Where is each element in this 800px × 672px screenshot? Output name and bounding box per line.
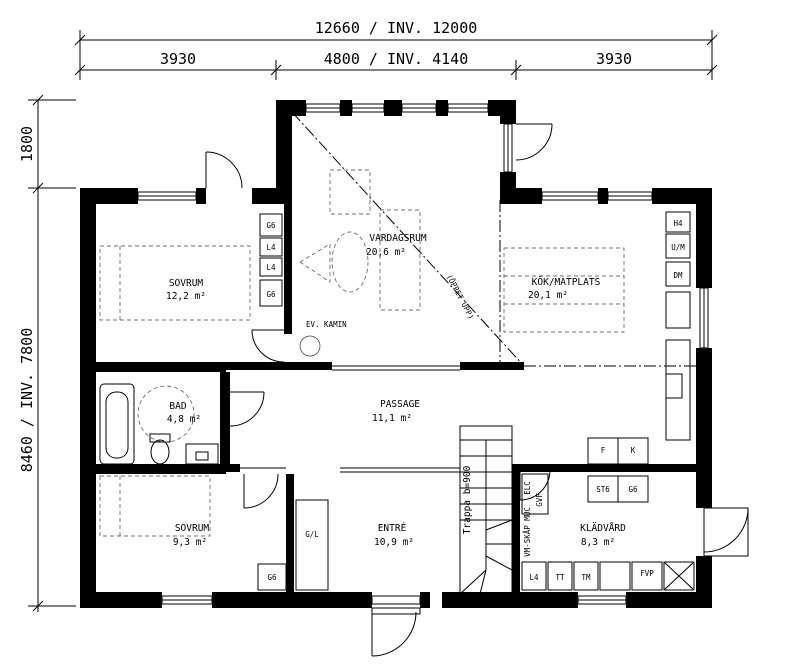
doors <box>205 123 749 657</box>
stairs <box>459 425 513 595</box>
open-lines <box>240 111 696 473</box>
cabinet-label: K <box>631 446 636 455</box>
room-name-bad: BAD <box>169 401 186 412</box>
cabinet-label: G6 <box>266 221 276 230</box>
cabinet-label: H4 <box>673 219 683 228</box>
outer-walls <box>80 100 712 608</box>
room-area-passage: 11,1 m² <box>372 413 412 424</box>
room-name-sovrum-2: SOVRUM <box>175 523 210 534</box>
cabinet-label: FVP <box>640 569 654 578</box>
label-elc: ELC <box>523 481 532 495</box>
cabinet-label: G6 <box>628 485 638 494</box>
dim-left-segment: 3930 <box>160 50 196 68</box>
room-area-kok: 20,1 m² <box>528 290 568 301</box>
cabinet-label: ST6 <box>596 485 610 494</box>
label-trappa: Trappa b=900 <box>462 465 473 534</box>
dim-total-depth: 8460 / INV. 7800 <box>18 328 36 473</box>
furniture <box>99 169 625 537</box>
label-vm-skap: VM-SKÅP MUC <box>523 507 532 557</box>
bathroom-fixtures <box>99 383 219 465</box>
room-name-kok: KÖK/MATPLATS <box>532 277 601 288</box>
cabinet-label: U/M <box>671 243 685 252</box>
room-area-bad: 4,8 m² <box>167 414 201 425</box>
cabinet-label: TM <box>581 573 591 582</box>
cabinets <box>257 211 695 591</box>
windows <box>137 103 709 605</box>
label-gvf: GVF <box>535 493 544 507</box>
dimension-lines <box>28 30 718 612</box>
room-area-sovrum: 12,2 m² <box>166 291 206 302</box>
cabinet-label: G6 <box>266 290 276 299</box>
label-ev-kamin: EV. KAMIN <box>306 320 347 329</box>
label-gl: G/L <box>305 530 319 539</box>
room-name-kladvard: KLÄDVÅRD <box>580 522 626 534</box>
cabinet-label: TT <box>555 573 565 582</box>
cabinet-label: L4 <box>266 243 276 252</box>
cabinet-label: DM <box>673 271 683 280</box>
room-area-entre: 10,9 m² <box>374 537 414 548</box>
cabinet-label: L4 <box>266 263 276 272</box>
room-name-sovrum: SOVRUM <box>169 278 204 289</box>
dim-right-segment: 3930 <box>596 50 632 68</box>
room-name-passage: PASSAGE <box>380 399 420 410</box>
room-name-vardagsrum: VARDAGSRUM <box>369 233 426 244</box>
room-area-kladvard: 8,3 m² <box>581 537 615 548</box>
label-oppet-upp: (ÖPPET UPP) <box>445 273 476 321</box>
room-name-entre: ENTRÉ <box>378 522 407 534</box>
cabinet-label: G6 <box>267 573 277 582</box>
room-area-vardagsrum: 20,6 m² <box>366 247 406 258</box>
cabinet-label: L4 <box>529 573 539 582</box>
cabinet-label: F <box>601 446 606 455</box>
dim-top-extension: 1800 <box>18 126 36 162</box>
dim-total-width: 12660 / INV. 12000 <box>315 19 478 37</box>
interior-walls <box>96 204 696 592</box>
dim-middle-segment: 4800 / INV. 4140 <box>324 50 469 68</box>
room-area-sovrum-2: 9,3 m² <box>173 537 207 548</box>
